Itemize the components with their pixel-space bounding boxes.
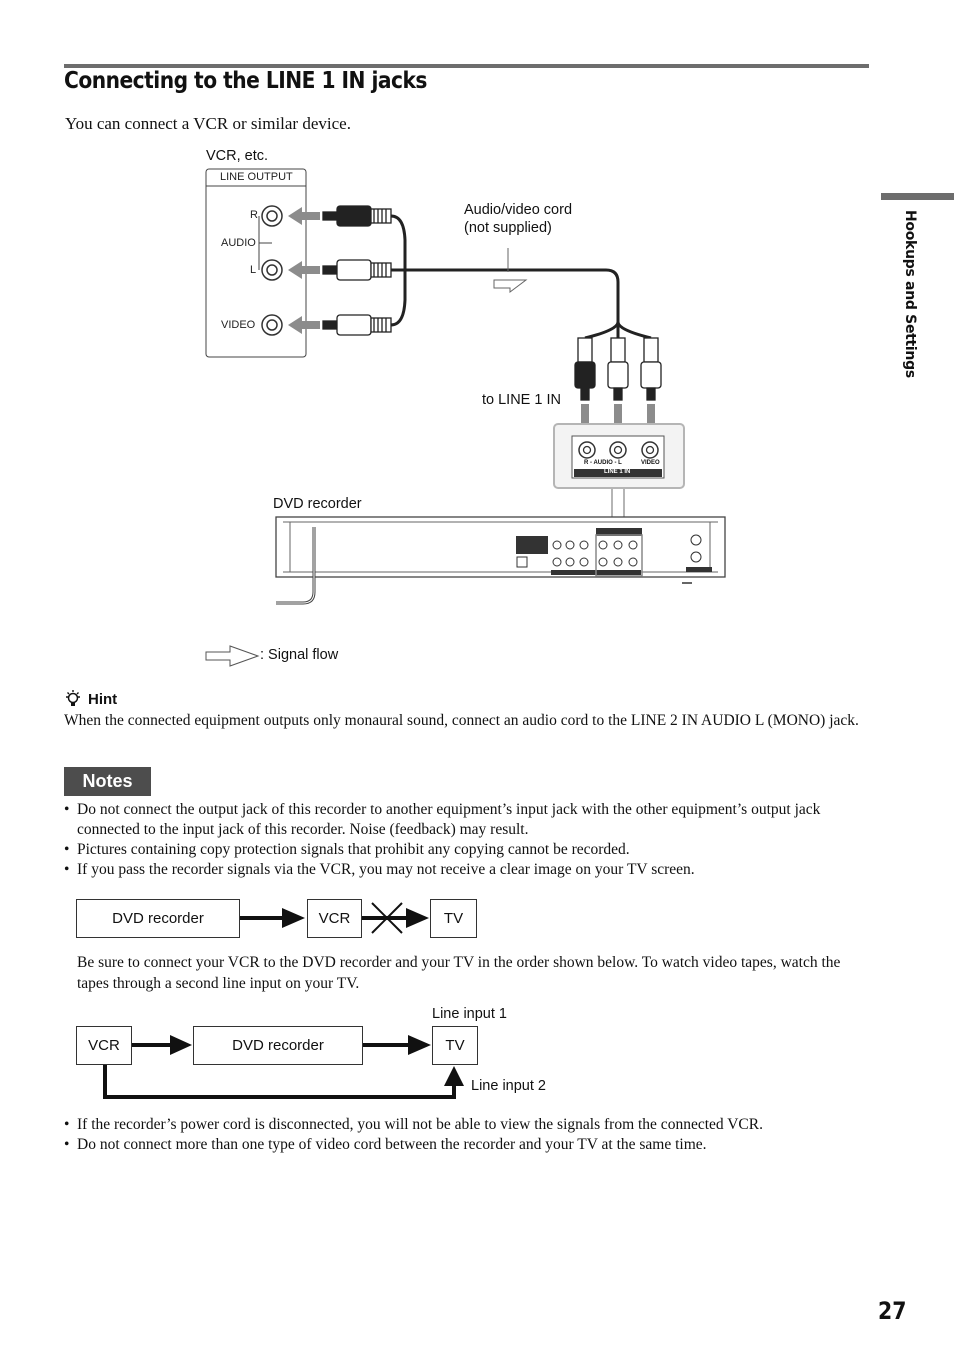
- flow1-dvd-recorder-box: DVD recorder: [76, 899, 240, 938]
- vcr-label: VCR, etc.: [206, 148, 269, 164]
- jack-audio-label: AUDIO: [221, 237, 256, 249]
- recorder-plugs: [574, 337, 662, 401]
- vcr-jack-video: [261, 314, 283, 336]
- page-number: 27: [878, 1297, 907, 1325]
- jack-l-label: L: [250, 264, 257, 276]
- jack-r-label: R: [250, 209, 258, 221]
- flow2-vcr-box: VCR: [76, 1026, 132, 1065]
- title-rule: [64, 64, 869, 68]
- vcr-jack-r: [261, 205, 283, 227]
- panel-line-label: LINE 1 IN: [604, 469, 631, 475]
- note-item: Pictures containing copy protection sign…: [64, 840, 869, 860]
- line-input-1-label: Line input 1: [432, 1006, 507, 1022]
- side-tab-bar: [881, 193, 954, 200]
- lightbulb-icon: [66, 690, 80, 706]
- hint-heading: Hint: [64, 690, 117, 708]
- panel-video-label: VIDEO: [641, 460, 660, 466]
- flow1-tv-box: TV: [430, 899, 477, 938]
- blocked-cross-icon: [371, 902, 403, 934]
- flow1-vcr-box: VCR: [307, 899, 362, 938]
- vcr-plugs: [322, 205, 392, 336]
- notes-list-bottom: If the recorder’s power cord is disconne…: [64, 1115, 869, 1155]
- note-item: If the recorder’s power cord is disconne…: [64, 1115, 869, 1135]
- to-line-label: to LINE 1 IN: [482, 392, 561, 408]
- line-output-label: LINE OUTPUT: [220, 171, 293, 183]
- intro-text: You can connect a VCR or similar device.: [65, 114, 351, 133]
- signal-flow-label: : Signal flow: [260, 647, 339, 663]
- note-item: Do not connect more than one type of vid…: [64, 1135, 869, 1155]
- signal-flow-legend-icon: [205, 645, 260, 667]
- page-title: Connecting to the LINE 1 IN jacks: [64, 68, 427, 94]
- notes-heading: Notes: [64, 767, 151, 796]
- dvd-recorder-rear: [275, 516, 726, 584]
- panel-jacks: [578, 441, 659, 459]
- note-item: Do not connect the output jack of this r…: [64, 800, 869, 840]
- hint-text: When the connected equipment outputs onl…: [64, 712, 859, 729]
- vcr-signal-arrows: [288, 207, 320, 334]
- recorder-label: DVD recorder: [273, 496, 362, 512]
- av-cord: [390, 214, 652, 340]
- notes-list-top: Do not connect the output jack of this r…: [64, 800, 869, 880]
- flow2-tv-box: TV: [432, 1026, 478, 1065]
- side-tab-label: Hookups and Settings: [902, 210, 918, 378]
- panel-audio-label: R - AUDIO - L: [584, 460, 622, 466]
- cord-label-1: Audio/video cord: [464, 202, 573, 218]
- vcr-jack-l: [261, 259, 283, 281]
- flow2-dvd-recorder-box: DVD recorder: [193, 1026, 363, 1065]
- hint-heading-text: Hint: [88, 690, 118, 708]
- cord-label-2: (not supplied): [464, 220, 552, 236]
- order-paragraph: Be sure to connect your VCR to the DVD r…: [77, 954, 841, 992]
- note-item: If you pass the recorder signals via the…: [64, 860, 869, 880]
- line-input-2-label: Line input 2: [471, 1078, 546, 1094]
- jack-video-label: VIDEO: [221, 319, 256, 331]
